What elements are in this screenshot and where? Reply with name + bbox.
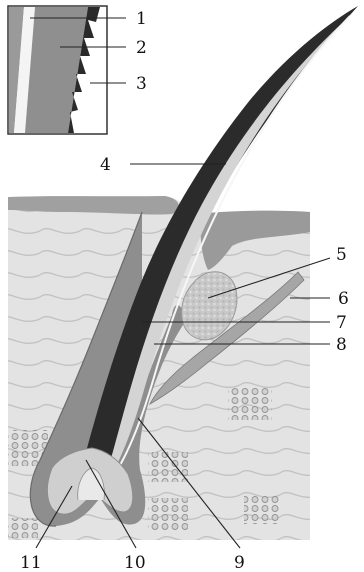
label-8: 8 (336, 335, 347, 355)
label-6: 6 (338, 289, 349, 309)
label-10: 10 (124, 553, 146, 572)
label-11: 11 (20, 553, 42, 572)
label-2: 2 (136, 38, 147, 58)
label-1: 1 (136, 9, 147, 29)
label-9: 9 (234, 553, 245, 572)
label-5: 5 (336, 245, 347, 265)
hair-detail-inset (8, 6, 107, 134)
label-4: 4 (100, 155, 111, 175)
label-3: 3 (136, 74, 147, 94)
label-7: 7 (336, 313, 347, 333)
